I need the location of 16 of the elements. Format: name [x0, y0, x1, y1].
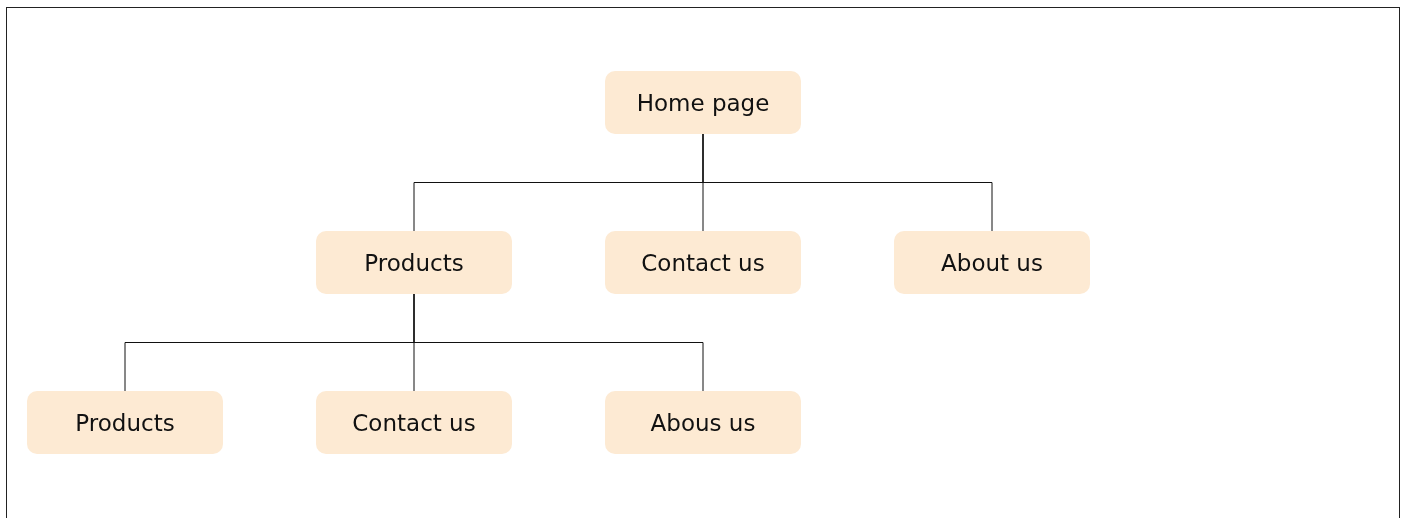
- connector-line: [702, 133, 993, 232]
- page-box: [605, 231, 801, 294]
- page-box: [894, 231, 1090, 294]
- page-box: [27, 391, 223, 454]
- connector-line: [413, 293, 704, 392]
- page-box: [605, 71, 801, 134]
- page-label: Products: [364, 249, 464, 276]
- page-box: [605, 391, 801, 454]
- page-label: Products: [75, 409, 175, 436]
- page-label: Abous us: [650, 409, 756, 436]
- page-label: About us: [941, 249, 1043, 276]
- page-label: Contact us: [641, 249, 765, 276]
- page-label: Contact us: [352, 409, 476, 436]
- page-box: [316, 231, 512, 294]
- page-label: Home page: [636, 89, 770, 116]
- page-box: [316, 391, 512, 454]
